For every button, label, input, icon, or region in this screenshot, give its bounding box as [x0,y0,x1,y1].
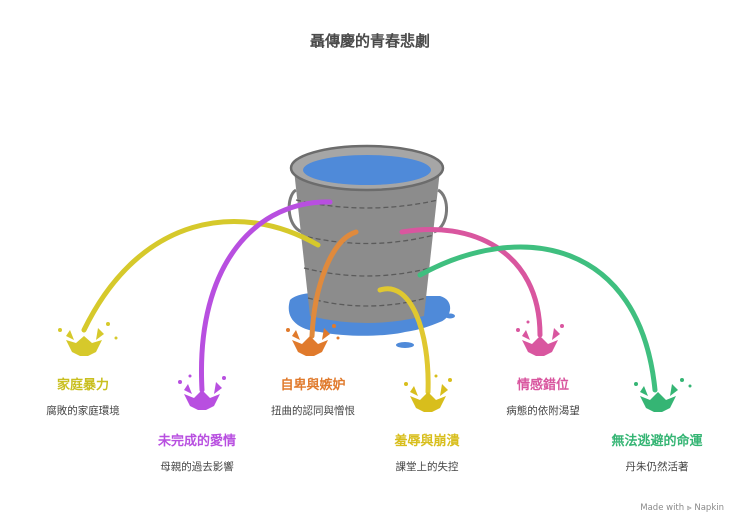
label-humiliation-collapse: 羞辱與崩潰 課堂上的失控 [352,430,502,474]
bucket-handle [287,188,303,234]
splash-purple [178,374,226,410]
label-title: 情感錯位 [516,378,569,393]
napkin-credit: Made with ⪢ Napkin [640,503,724,513]
label-domestic-violence: 家庭暴力 腐敗的家庭環境 [8,374,158,418]
splash-pink [516,320,564,356]
label-description: 課堂上的失控 [395,461,459,473]
label-unfinished-love: 未完成的愛情 母親的過去影響 [122,430,272,474]
stream-inferiority-jealousy [309,229,359,339]
stream-domestic-violence [81,218,321,333]
label-title: 自卑與嫉妒 [280,378,346,393]
water-drop [445,313,455,319]
label-title: 家庭暴力 [56,378,109,393]
water-drop [396,342,414,348]
label-description: 丹朱仍然活著 [625,461,689,473]
bucket-water-surface [303,155,431,185]
stream-humiliation-collapse [377,286,431,395]
label-description: 腐敗的家庭環境 [46,405,120,417]
label-title: 羞辱與崩潰 [394,434,460,449]
label-inescapable-fate: 無法逃避的命運 丹朱仍然活著 [582,430,732,474]
bucket-body [294,170,440,323]
label-inferiority-jealousy: 自卑與嫉妒 扭曲的認同與憎恨 [238,374,388,418]
stream-inescapable-fate [417,244,658,393]
splash-yellow [58,322,118,356]
label-description: 病態的依附渴望 [506,405,580,417]
diagram-title: 聶傳慶的青春悲劇 [309,32,430,50]
label-title: 未完成的愛情 [157,434,236,449]
stream-unfinished-love [198,199,333,393]
splash-green [634,378,692,412]
label-description: 扭曲的認同與憎恨 [271,405,355,417]
splash-orange [286,324,340,356]
label-title: 無法逃避的命運 [611,434,703,449]
label-description: 母親的過去影響 [160,461,234,473]
label-emotional-misplacement: 情感錯位 病態的依附渴望 [468,374,618,418]
splash-gold [404,374,452,412]
